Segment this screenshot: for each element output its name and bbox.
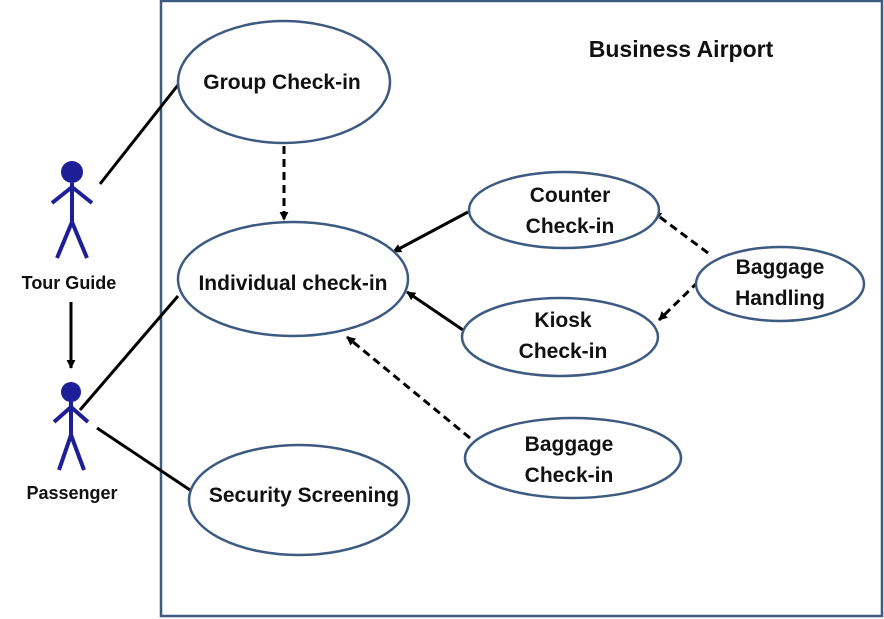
use-case-label: Individual check-in [198, 272, 387, 295]
svg-text:Handling: Handling [735, 287, 825, 310]
dependency-handling-kiosk [657, 280, 700, 322]
actor-passenger[interactable]: Passenger [26, 382, 118, 503]
use-case-ellipse [694, 245, 866, 323]
use-case-label-line1: Counter [530, 184, 611, 207]
svg-text:Check-in: Check-in [525, 464, 614, 487]
use-case-ellipse [187, 443, 411, 557]
association-passenger-individual [78, 295, 180, 411]
relationships [66, 84, 709, 492]
actor-tour-guide[interactable]: Tour Guide [22, 161, 117, 293]
svg-text:Baggage: Baggage [736, 256, 825, 279]
use-case-ellipse [460, 296, 660, 378]
stick-figure-icon [50, 161, 94, 259]
svg-text:Group Check-in: Group Check-in [203, 71, 361, 94]
use-case-label: Security Screening [209, 484, 399, 507]
svg-text:Individual check-in: Individual check-in [198, 272, 387, 295]
actor-label: Tour Guide [22, 273, 117, 293]
dependency-handling-counter [652, 210, 709, 255]
svg-text:Baggage: Baggage [525, 433, 614, 456]
use-case-group-checkin[interactable]: Group Check-in [176, 19, 392, 145]
use-case-label-line2: Check-in [525, 464, 614, 487]
association-tourguide-group [98, 84, 180, 185]
use-case-baggage-handling[interactable]: Baggage Handling [694, 245, 866, 323]
use-case-security-screening[interactable]: Security Screening [187, 443, 411, 557]
system-title: Business Airport [589, 36, 774, 62]
generalization-counter-individual [392, 210, 469, 254]
use-case-individual-checkin[interactable]: Individual check-in [176, 220, 410, 338]
stick-figure-icon [52, 382, 90, 471]
use-case-ellipse [176, 220, 410, 338]
svg-text:Check-in: Check-in [519, 340, 608, 363]
svg-text:Counter: Counter [530, 184, 611, 207]
svg-text:Kiosk: Kiosk [534, 309, 592, 332]
use-case-kiosk-checkin[interactable]: Kiosk Check-in [460, 296, 660, 378]
dependency-baggagecheckin-individual [346, 335, 471, 440]
system-boundary [159, 0, 884, 618]
svg-text:Check-in: Check-in [526, 215, 615, 238]
use-case-label-line1: Kiosk [534, 309, 592, 332]
use-case-label-line2: Check-in [519, 340, 608, 363]
generalization-kiosk-individual [406, 290, 464, 332]
use-case-counter-checkin[interactable]: Counter Check-in [467, 170, 661, 250]
use-case-baggage-checkin[interactable]: Baggage Check-in [463, 416, 683, 500]
svg-text:Security Screening: Security Screening [209, 484, 399, 507]
use-case-label-line2: Handling [735, 287, 825, 310]
use-case-ellipse [467, 170, 661, 250]
association-passenger-security [96, 426, 191, 492]
use-case-label-line1: Baggage [525, 433, 614, 456]
use-case-label-line1: Baggage [736, 256, 825, 279]
use-case-ellipse [176, 19, 392, 145]
use-case-label: Group Check-in [203, 71, 361, 94]
actor-label: Passenger [26, 483, 117, 503]
use-case-ellipse [463, 416, 683, 500]
use-case-label-line2: Check-in [526, 215, 615, 238]
